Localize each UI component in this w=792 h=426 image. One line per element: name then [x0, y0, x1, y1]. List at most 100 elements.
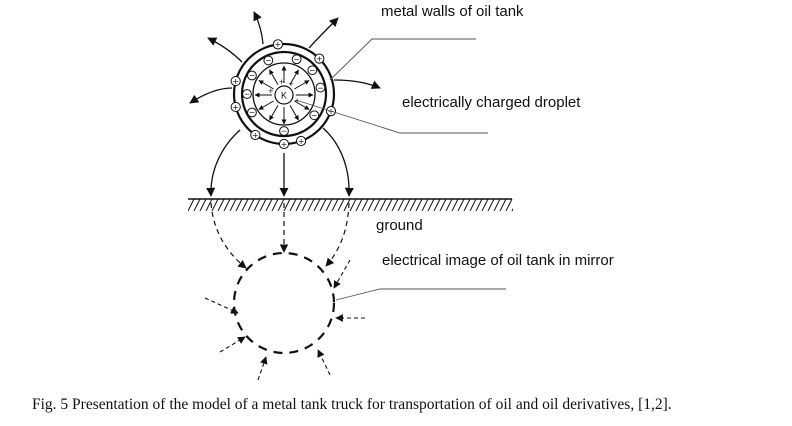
ground-hatch-line [289, 199, 297, 211]
ground-hatch-line [518, 199, 524, 211]
svg-text:+: + [232, 77, 239, 86]
ground-hatch-line [439, 199, 447, 211]
mirror-field-lines [210, 202, 350, 269]
ground-hatch-line [355, 199, 363, 211]
ground-hatch-line [337, 199, 345, 211]
ground-hatch-line [241, 199, 249, 211]
inner-radial-field-arrows [254, 65, 314, 125]
ground-hatch-line [259, 199, 267, 211]
label-mirror-image: electrical image of oil tank in mirror [382, 252, 614, 269]
inner-charges: −−−−−−−−−++++ [242, 54, 326, 136]
ground-hatch-line [331, 199, 339, 211]
positive-charge: + [278, 138, 290, 150]
positive-charge: + [314, 53, 325, 64]
radial-field-arrow [289, 105, 299, 121]
tank-inner-wall [240, 50, 328, 138]
mirror-arrow [333, 259, 351, 289]
positive-charge: + [230, 101, 241, 113]
radial-field-arrow [294, 80, 310, 90]
field-line-left [189, 87, 233, 104]
ground-hatch-line [505, 199, 513, 211]
negative-charge: − [263, 55, 274, 66]
svg-text:−: − [265, 56, 271, 65]
svg-text:−: − [244, 90, 250, 99]
svg-text:−: − [309, 66, 315, 75]
ground-hatch-line [409, 199, 417, 211]
negative-charge: − [247, 70, 257, 81]
ground-hatch-line [277, 199, 285, 211]
ground-hatch-line [349, 199, 357, 211]
svg-text:+: + [275, 40, 282, 49]
ground-hatch-line [511, 207, 513, 211]
positive-charge: + [296, 135, 307, 147]
mirror-arrow [317, 349, 331, 376]
field-line-bottom-right [322, 127, 354, 197]
ground-hatch-line [205, 199, 213, 211]
positive-charge: + [272, 39, 284, 50]
field-line-right [333, 79, 381, 89]
ground-hatch-line [223, 199, 231, 211]
positive-charge: + [230, 75, 241, 87]
radial-field-arrow [269, 69, 279, 85]
negative-charge: − [291, 54, 302, 65]
mirror-line-right [325, 202, 350, 267]
negative-charge: − [279, 126, 289, 136]
ground-hatch-line [283, 199, 291, 211]
ground-hatch-line [229, 199, 237, 211]
radial-field-arrow [258, 100, 274, 110]
ground-hatch-line [265, 199, 273, 211]
ground-hatch-line [319, 199, 327, 211]
mirror-image-of-tank [204, 251, 365, 381]
field-line-top-right [308, 17, 339, 49]
ground-hatch-line [379, 199, 387, 211]
mirror-incoming-arrows [204, 259, 365, 381]
ground-hatch-line [361, 199, 369, 211]
ground-hatch-line [397, 199, 405, 211]
ground-hatch-line [367, 199, 375, 211]
figure-caption: Fig. 5 Presentation of the model of a me… [32, 396, 672, 413]
mirror-line-left [210, 202, 247, 269]
outward-field-lines [189, 11, 381, 197]
svg-text:+: + [232, 103, 239, 112]
positive-charge: + [250, 129, 261, 141]
mirror-arrow [204, 297, 239, 314]
negative-charge: − [242, 89, 252, 99]
droplet-positive-charge: + [268, 87, 274, 95]
mirror-arrow [219, 336, 246, 353]
leader-metal-walls [329, 38, 476, 81]
ground-hatch-line [481, 199, 489, 211]
ground-hatch-line [211, 199, 219, 211]
charge-layer-circle [252, 62, 316, 126]
field-line-top [253, 11, 264, 45]
radial-field-arrow [258, 80, 274, 90]
ground-hatch-line [188, 199, 195, 211]
svg-text:−: − [249, 71, 255, 80]
ground-hatch-line [445, 199, 453, 211]
droplet-positive-charge: + [288, 80, 294, 88]
ground-hatch-line [343, 199, 351, 211]
radial-field-arrow [289, 69, 299, 85]
radial-field-arrow [269, 105, 279, 121]
svg-text:+: + [252, 131, 259, 140]
charged-droplet: K [274, 85, 294, 105]
ground [188, 198, 524, 211]
svg-text:−: − [249, 108, 255, 117]
ground-hatch-line [313, 199, 321, 211]
ground-hatch-line [235, 199, 243, 211]
droplet-charge-label: K [281, 91, 287, 101]
svg-text:−: − [317, 83, 323, 92]
svg-text:−: − [294, 55, 300, 64]
ground-hatch-line [499, 199, 507, 211]
label-ground: ground [376, 217, 423, 234]
negative-charge: − [315, 82, 326, 93]
ground-hatch-line [463, 199, 471, 211]
ground-hatch-line [403, 199, 411, 211]
negative-charge: − [247, 107, 257, 118]
ground-hatch-line [433, 199, 441, 211]
ground-hatch-line [217, 199, 225, 211]
ground-hatch-line [307, 199, 315, 211]
field-line-bottom-left [206, 129, 241, 197]
ground-hatch-line [325, 199, 333, 211]
ground-hatch-line [457, 199, 465, 211]
